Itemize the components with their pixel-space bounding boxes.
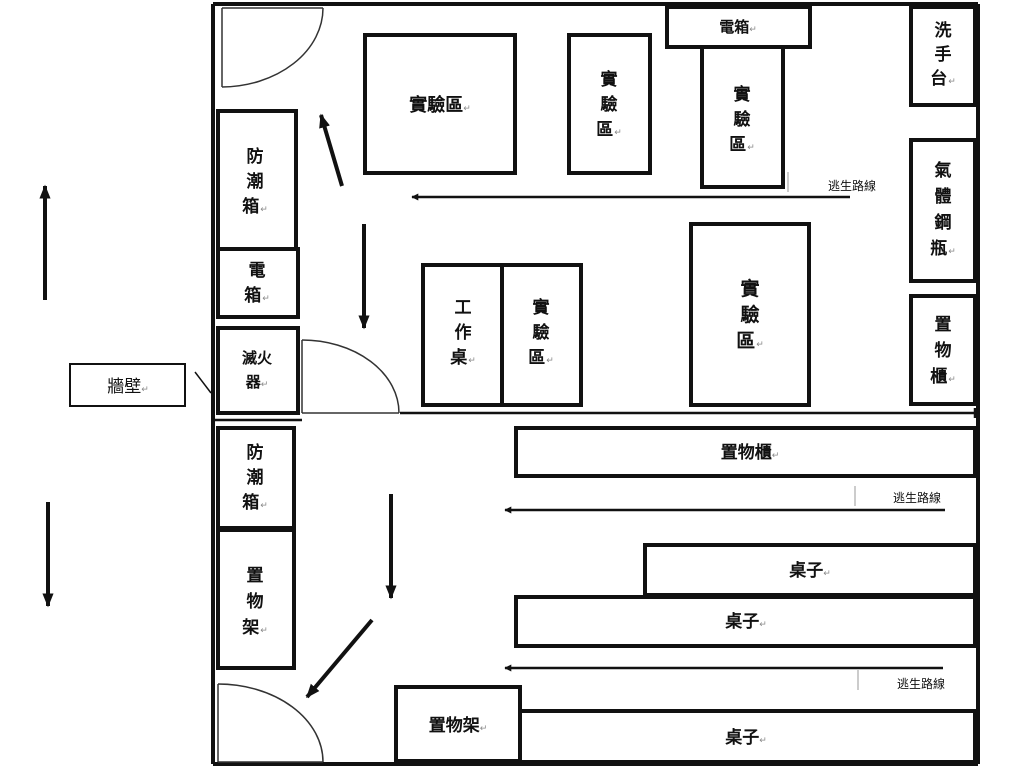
gas-cylinder-box bbox=[909, 138, 977, 283]
gas-cylinder-label: 氣體鋼瓶↵ bbox=[930, 160, 956, 259]
wall-label: 牆壁↵ bbox=[107, 377, 149, 397]
escape-route-label-3: 逃生路線 bbox=[897, 676, 945, 691]
escape-route-label-2: 逃生路線 bbox=[893, 490, 941, 505]
door-top-left bbox=[221, 7, 324, 88]
electric-box-left-box bbox=[216, 247, 300, 319]
sink-label: 洗手台↵ bbox=[930, 20, 956, 89]
arrow-up-diagonal bbox=[319, 113, 344, 187]
storage-rack-left-box bbox=[216, 528, 296, 670]
lab-area-right-box bbox=[700, 45, 785, 189]
storage-rack-left-label: 置物架↵ bbox=[242, 566, 268, 638]
storage-rack-bottom-box bbox=[394, 685, 522, 763]
table-2-box bbox=[514, 595, 977, 648]
lab-area-tall-label: 實驗區↵ bbox=[736, 277, 764, 352]
electric-box-top-label: 電箱↵ bbox=[719, 18, 757, 36]
lab-area-mid-label: 實驗區↵ bbox=[596, 69, 622, 140]
table-1-box bbox=[643, 543, 977, 597]
wall-callout-leader bbox=[194, 371, 212, 394]
storage-cabinet-wide-label: 置物櫃↵ bbox=[721, 442, 780, 463]
storage-cabinet-wide-box bbox=[514, 426, 977, 478]
workbench-label: 工作桌↵ bbox=[450, 298, 476, 368]
lab-area-large-label: 實驗區↵ bbox=[409, 94, 471, 116]
table-1-label: 桌子↵ bbox=[789, 561, 831, 581]
lab-area-large-box bbox=[363, 33, 517, 175]
dry-box-upper-label: 防潮箱↵ bbox=[242, 146, 268, 217]
wall-callout-box bbox=[69, 363, 186, 407]
table-3-label: 桌子↵ bbox=[725, 728, 767, 748]
dry-box-lower-label: 防潮箱↵ bbox=[242, 442, 268, 513]
sink-box bbox=[909, 5, 977, 107]
table-2-label: 桌子↵ bbox=[725, 612, 767, 632]
vertical-labels: 實驗區↵ 實驗區↵ 洗手台↵ 氣體鋼瓶↵ 置物櫃↵ 防潮箱↵ 電箱↵ 工作桌↵ 實驗區↵ 實驗區↵… bbox=[242, 20, 956, 638]
lab-area-small-label: 實驗區↵ bbox=[528, 297, 554, 368]
electric-box-top-box bbox=[665, 5, 812, 49]
lab-area-right-label: 實驗區↵ bbox=[729, 84, 755, 155]
electric-box-left-label: 電箱↵ bbox=[244, 261, 270, 306]
fire-extinguisher-label: 滅火器↵ bbox=[242, 349, 273, 391]
table-3-box bbox=[518, 709, 977, 764]
storage-cabinet-right-box bbox=[909, 294, 977, 406]
lab-area-tall-box bbox=[689, 222, 811, 407]
interior-partition bbox=[213, 408, 977, 422]
storage-rack-bottom-label: 置物架↵ bbox=[429, 715, 488, 736]
fire-extinguisher-box bbox=[216, 326, 300, 415]
arrow-diagonal-exit bbox=[305, 618, 374, 699]
dry-box-upper-box bbox=[216, 109, 298, 251]
door-middle bbox=[301, 339, 400, 414]
lab-area-small-box bbox=[500, 263, 583, 407]
door-bottom-left bbox=[217, 683, 324, 763]
storage-cabinet-right-label: 置物櫃↵ bbox=[930, 315, 956, 387]
lab-area-mid-box bbox=[567, 33, 652, 175]
escape-route-label-1: 逃生路線 bbox=[828, 178, 876, 193]
